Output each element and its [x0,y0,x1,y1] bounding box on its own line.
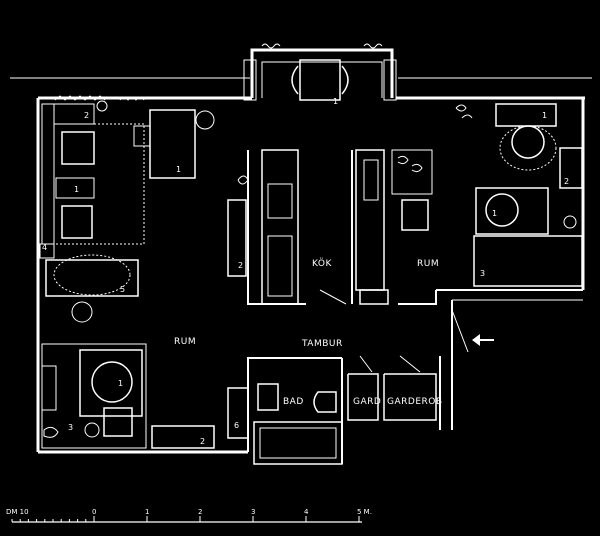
kitchen-counter-number: 2 [238,261,243,270]
shelf-number: 4 [42,243,47,252]
toilet [313,391,337,413]
right-cabinet-number: 2 [564,177,569,186]
scale-label: 5 M. [357,508,372,516]
right-chair-number: 1 [542,111,547,120]
kitchen [227,149,347,305]
bath-and-wardrobes [247,355,437,465]
bench-number: 2 [200,437,205,446]
rug-lower [79,349,143,417]
round-table-left [91,361,133,403]
bed-left [41,365,57,411]
right-bed-number: 3 [480,269,485,278]
sofa-number: 5 [120,285,125,294]
balcony-chair-right [341,65,349,95]
right-round-table-number: 1 [492,209,497,218]
cabinet-number: 6 [234,421,239,430]
balcony-table-number: 1 [333,97,338,106]
balcony-table [299,59,341,101]
round-table-number: 1 [118,379,123,388]
chair-lower [103,407,133,437]
right-bed [473,235,583,287]
room-label-tambur: TAMBUR [301,339,343,349]
desk-number: 1 [176,165,181,174]
room-label-rum-main: RUM [174,337,196,347]
armchair-bottom [61,205,93,239]
right-round-table [485,193,519,227]
room-label-garderob: GARDEROB [387,397,443,407]
scale-prefix: DM 10 [6,508,29,516]
right-bedroom-furniture [455,103,583,287]
room-label-bad: BAD [283,397,304,407]
room-label-rum-small: RUM [417,259,439,269]
arrow-left-icon [472,334,494,346]
room-label-gard: GARD [353,397,381,407]
armchair-top [61,131,95,165]
right-cabinet [559,147,583,189]
outer-walls [10,77,592,454]
scale-label: 4 [304,508,309,516]
kitchen-counter-long [261,149,299,305]
side-table [55,177,95,199]
bed-number: 3 [68,423,73,432]
sofa [45,259,139,297]
side-table-number: 1 [74,185,79,194]
scale-label: 2 [198,508,202,516]
scale-label: 3 [251,508,255,516]
wardrobe-number: 2 [84,111,89,120]
bench-left [151,425,215,449]
sink [257,383,279,411]
living-room-furniture [39,95,249,449]
kitchen-counter-short [227,199,247,277]
room-label-kok: KÖK [312,258,332,269]
balcony-chair-left [291,65,299,95]
balcony-bay [243,43,397,101]
small-room [351,149,437,305]
right-rug [475,187,549,235]
scale-label: 1 [145,508,149,516]
scale-label: 0 [92,508,96,516]
scale-bar: DM 10 0 1 2 3 4 5 M. [6,508,372,523]
